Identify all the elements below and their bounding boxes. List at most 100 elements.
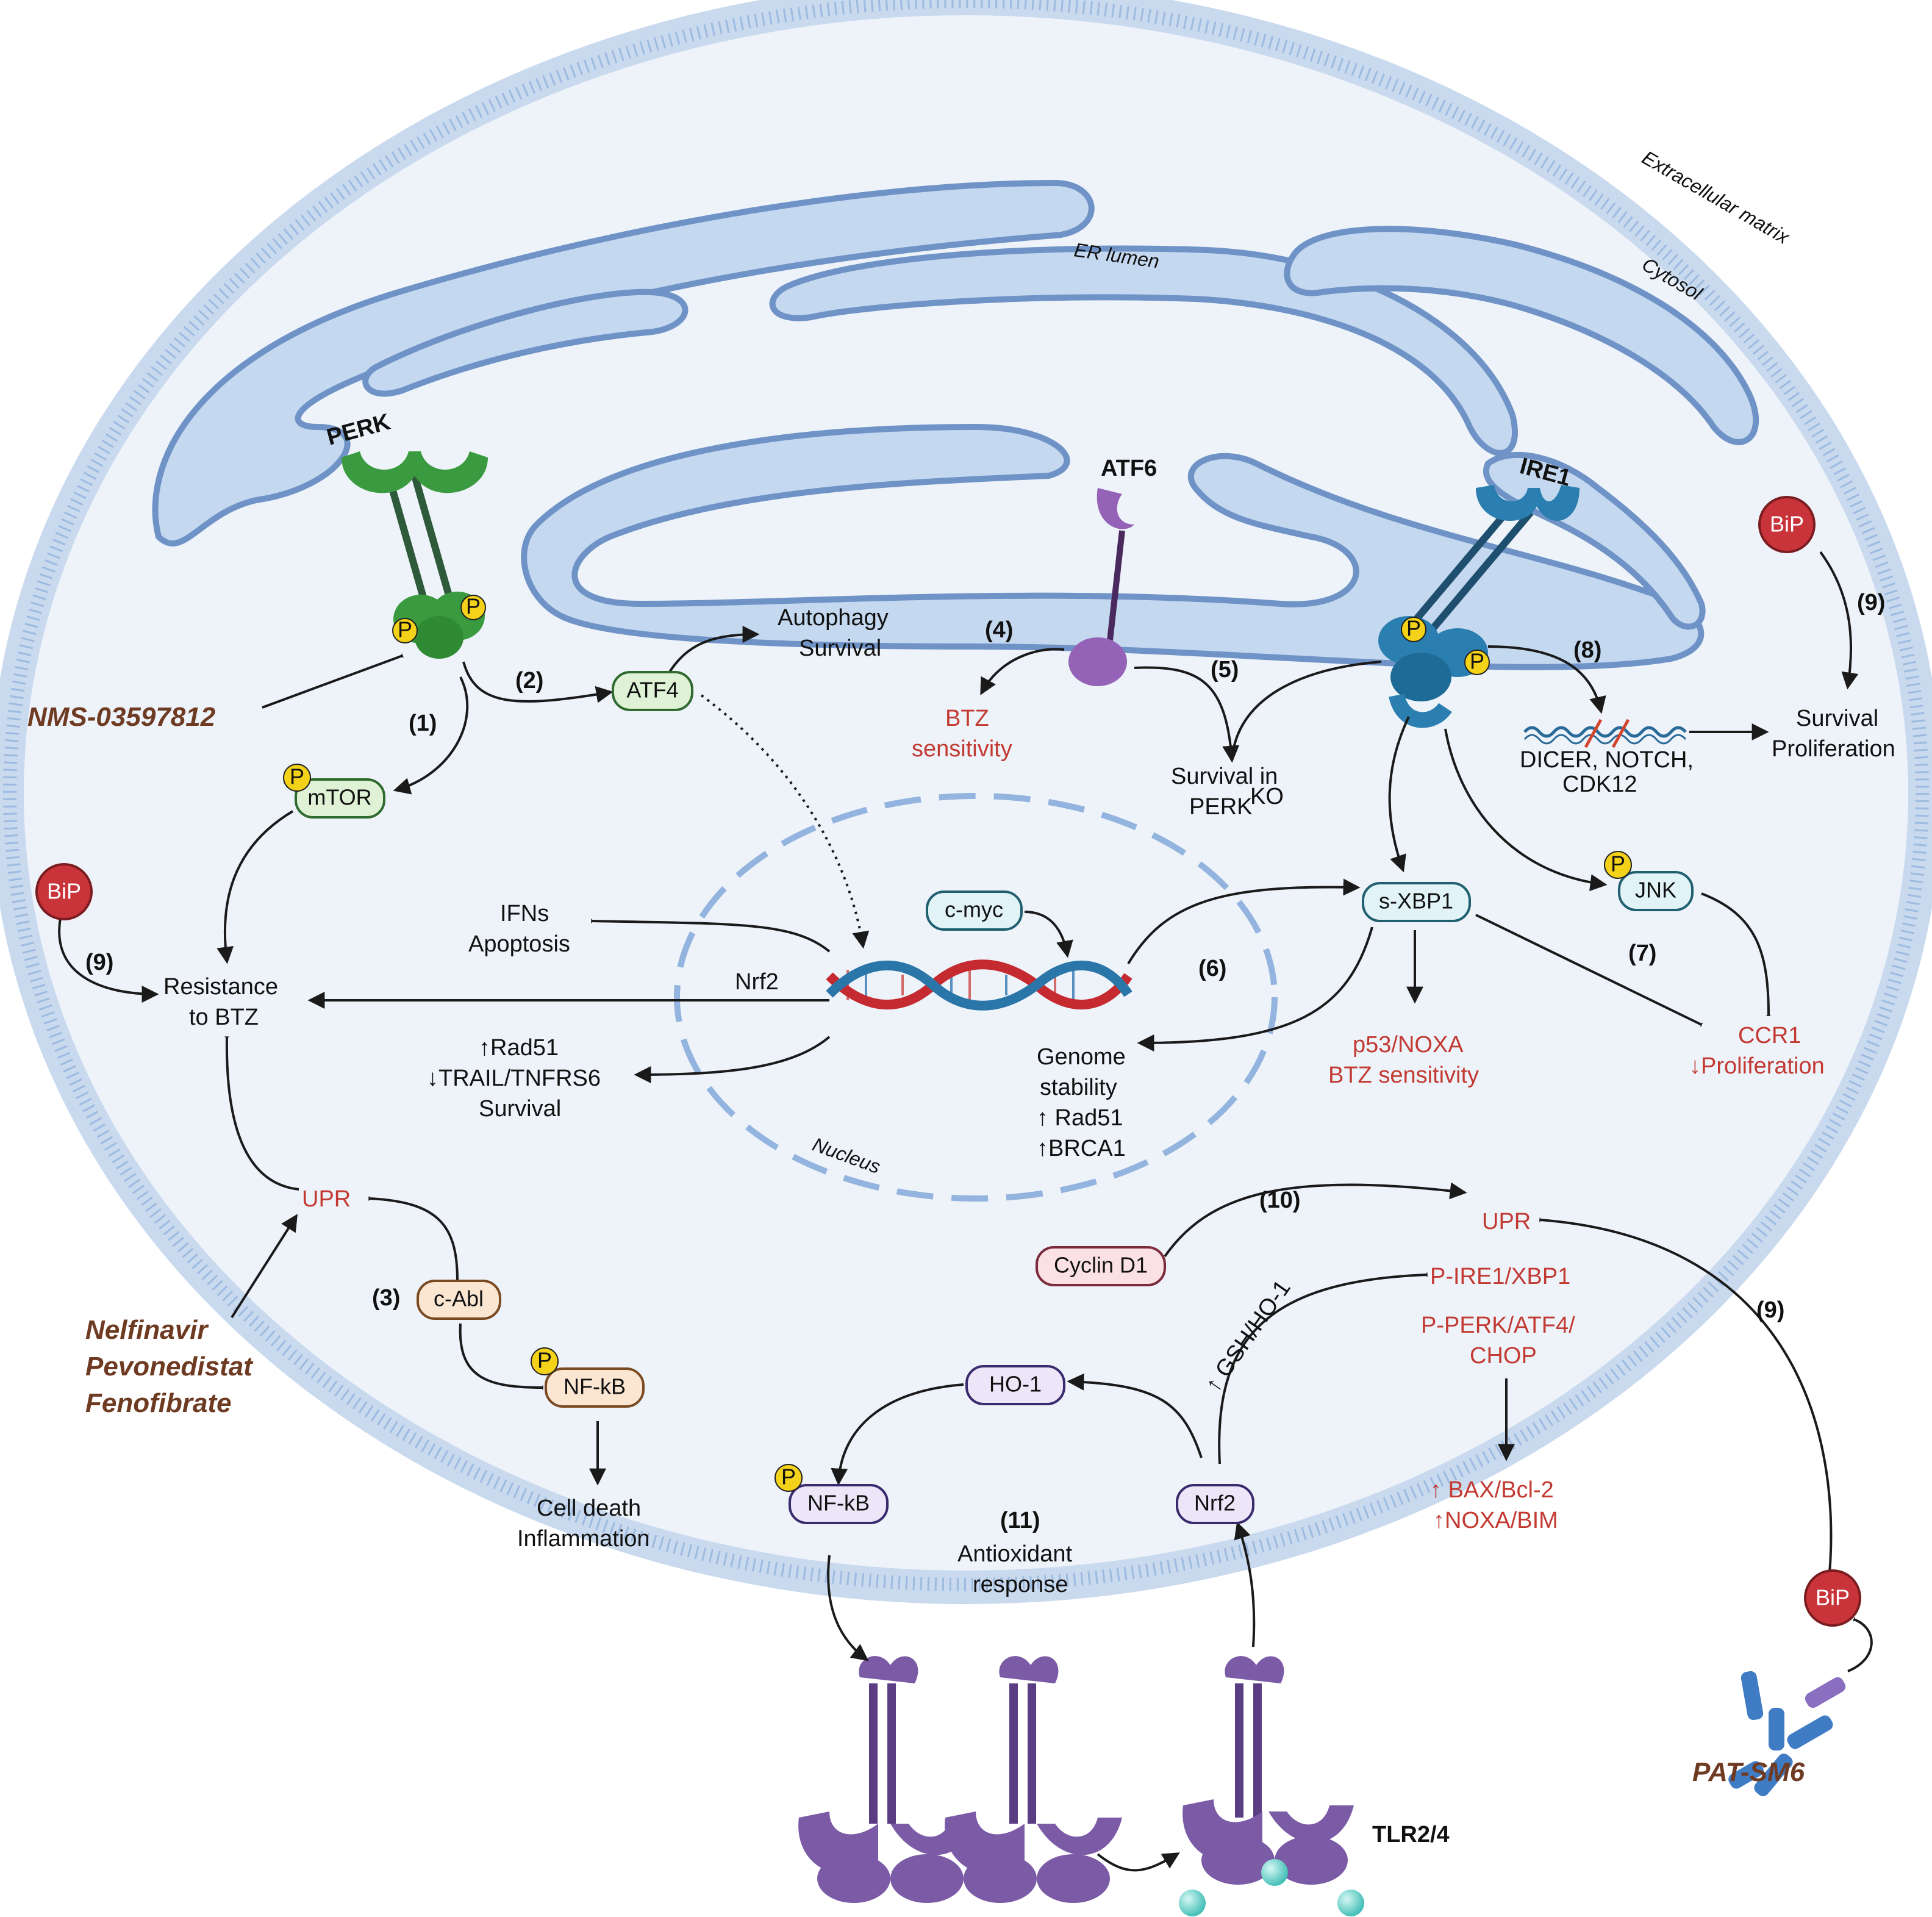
svg-text:P: P <box>290 764 304 789</box>
svg-text:BTZ: BTZ <box>945 706 989 731</box>
svg-text:Nrf2: Nrf2 <box>735 969 779 995</box>
svg-text:Fenofibrate: Fenofibrate <box>85 1388 232 1418</box>
svg-text:HO-1: HO-1 <box>989 1372 1042 1397</box>
svg-text:P: P <box>398 617 412 642</box>
cmyc-node: c-myc <box>926 890 1023 931</box>
pathway-edges <box>58 551 1873 1872</box>
svg-text:Nelfinavir: Nelfinavir <box>85 1315 209 1345</box>
svg-text:↑Rad51: ↑Rad51 <box>479 1035 559 1061</box>
svg-text:P: P <box>1611 851 1625 876</box>
svg-text:BiP: BiP <box>1816 1585 1850 1610</box>
svg-text:NF-kB: NF-kB <box>564 1374 626 1399</box>
bip-right-node: BiP <box>1758 496 1816 553</box>
svg-text:(10): (10) <box>1259 1188 1301 1213</box>
nfkb-bottom-node: NF-kB P <box>775 1464 889 1524</box>
phospho-icon: P <box>1464 649 1490 675</box>
svg-text:BiP: BiP <box>1770 512 1804 537</box>
svg-text:↑NOXA/BIM: ↑NOXA/BIM <box>1433 1508 1558 1533</box>
tlr-receptor-icon <box>945 1656 1122 1903</box>
phospho-icon: P <box>1401 616 1426 642</box>
svg-text:(8): (8) <box>1573 637 1601 663</box>
svg-text:P: P <box>781 1464 796 1489</box>
tlr-label: TLR2/4 <box>1372 1822 1450 1847</box>
sxbp1-node: s-XBP1 <box>1362 882 1471 922</box>
nucleus <box>674 793 1278 1202</box>
svg-text:↑BRCA1: ↑BRCA1 <box>1037 1136 1126 1161</box>
svg-text:IFNs: IFNs <box>500 901 549 926</box>
svg-text:Proliferation: Proliferation <box>1772 736 1895 762</box>
tlr-receptor-icon <box>798 1656 976 1903</box>
svg-text:Pevonedistat: Pevonedistat <box>85 1352 254 1381</box>
atf6-receptor-icon <box>1068 488 1134 686</box>
tlr-receptors <box>798 1656 1354 1903</box>
svg-text:(9): (9) <box>85 950 113 975</box>
bip-left-node: BiP <box>35 863 93 920</box>
svg-text:(9): (9) <box>1857 590 1885 615</box>
mrna-decay-icon <box>1523 718 1687 748</box>
svg-text:NF-kB: NF-kB <box>807 1491 870 1516</box>
svg-text:Nrf2: Nrf2 <box>1194 1491 1236 1516</box>
dna-helix-icon <box>826 959 1132 1011</box>
svg-text:Survival: Survival <box>1796 706 1878 731</box>
svg-text:BiP: BiP <box>47 879 81 904</box>
svg-text:(1): (1) <box>409 711 437 736</box>
svg-text:Inflammation: Inflammation <box>517 1526 650 1552</box>
atf6-label: ATF6 <box>1101 456 1157 481</box>
svg-text:(9): (9) <box>1756 1297 1784 1323</box>
phospho-icon <box>283 764 311 792</box>
svg-text:(4): (4) <box>985 617 1013 643</box>
svg-text:P: P <box>466 594 481 619</box>
svg-text:c-Abl: c-Abl <box>434 1286 484 1311</box>
svg-text:P-PERK/ATF4/: P-PERK/ATF4/ <box>1421 1313 1575 1338</box>
atf4-node: ATF4 <box>612 671 693 711</box>
svg-text:JNK: JNK <box>1635 878 1676 903</box>
svg-text:Survival: Survival <box>479 1096 561 1122</box>
svg-text:CCR1: CCR1 <box>1738 1023 1801 1048</box>
phospho-icon <box>775 1464 803 1492</box>
jnk-node: JNK P <box>1604 851 1694 911</box>
cyclin-d1-node: Cyclin D1 <box>1036 1246 1166 1286</box>
svg-text:Cell death: Cell death <box>537 1496 641 1521</box>
step-numbers: (1) (2) (3) (4) (5) (6) (7) (8) (9) (9) … <box>85 590 1885 1533</box>
svg-text:Resistance: Resistance <box>163 974 278 1000</box>
svg-text:(5): (5) <box>1211 657 1239 683</box>
svg-text:PERK: PERK <box>1189 794 1252 820</box>
drug-labels: NMS-03597812 Nelfinavir Pevonedistat Fen… <box>27 702 1805 1787</box>
svg-text:mTOR: mTOR <box>307 785 371 810</box>
perk-receptor-icon <box>342 451 488 659</box>
svg-text:Genome: Genome <box>1037 1044 1126 1070</box>
svg-text:CDK12: CDK12 <box>1562 772 1637 797</box>
svg-text:P: P <box>1406 616 1421 641</box>
phospho-icon: P <box>392 617 418 643</box>
cell-membrane <box>0 0 1932 1604</box>
svg-text:Survival in: Survival in <box>1171 764 1278 789</box>
svg-text:P: P <box>537 1348 552 1373</box>
svg-text:UPR: UPR <box>302 1186 351 1212</box>
svg-text:NMS-03597812: NMS-03597812 <box>27 702 216 732</box>
mtor-node: mTOR P <box>283 764 385 819</box>
svg-text:c-myc: c-myc <box>945 897 1003 922</box>
svg-text:(7): (7) <box>1628 941 1656 966</box>
nrf2-node: Nrf2 <box>1176 1484 1254 1524</box>
svg-text:sensitivity: sensitivity <box>912 736 1012 762</box>
phospho-icon <box>531 1347 559 1375</box>
ho1-node: HO-1 <box>965 1365 1065 1405</box>
nfkb-left-node: NF-kB P <box>531 1347 645 1408</box>
endoplasmic-reticulum <box>152 179 1759 670</box>
svg-text:s-XBP1: s-XBP1 <box>1379 889 1453 914</box>
svg-text:response: response <box>973 1572 1068 1597</box>
svg-text:PAT-SM6: PAT-SM6 <box>1692 1757 1805 1787</box>
svg-text:↑ Rad51: ↑ Rad51 <box>1037 1105 1123 1131</box>
svg-text:Survival: Survival <box>799 636 881 661</box>
svg-text:(3): (3) <box>372 1285 400 1311</box>
svg-text:UPR: UPR <box>1482 1209 1531 1234</box>
phospho-icon: P <box>460 594 486 620</box>
svg-text:P-IRE1/XBP1: P-IRE1/XBP1 <box>1430 1264 1570 1289</box>
svg-text:↑ BAX/Bcl-2: ↑ BAX/Bcl-2 <box>1430 1477 1554 1503</box>
svg-text:CHOP: CHOP <box>1470 1343 1537 1369</box>
svg-text:Cyclin D1: Cyclin D1 <box>1054 1253 1148 1278</box>
svg-text:Autophagy: Autophagy <box>778 605 889 631</box>
bip-bottom-node: BiP <box>1804 1569 1861 1627</box>
svg-text:stability: stability <box>1040 1075 1117 1100</box>
svg-text:ATF4: ATF4 <box>626 678 678 703</box>
